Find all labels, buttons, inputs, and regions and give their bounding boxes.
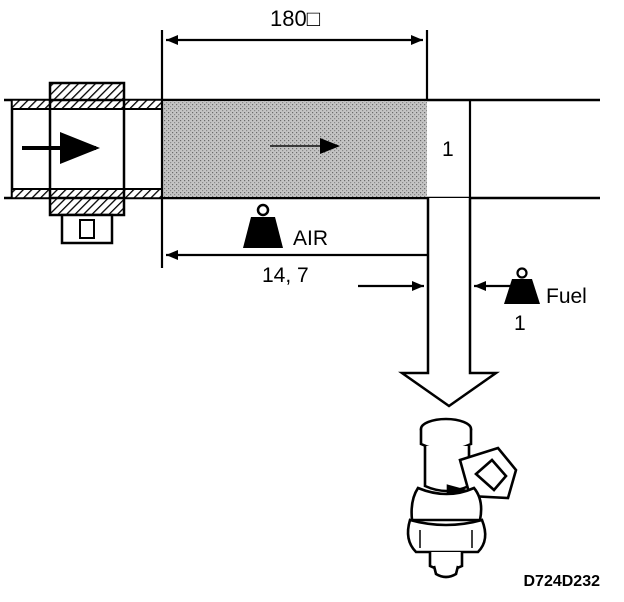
air-ratio-dimension [166, 250, 466, 260]
fuel-ratio-label: 1 [514, 312, 526, 335]
length-dimension [160, 30, 429, 268]
volume-label: 1 [442, 138, 454, 161]
injection-arrow [398, 198, 500, 408]
air-ratio-label: 14, 7 [262, 264, 309, 287]
air-label: AIR [293, 227, 328, 250]
airflow-sensor-icon [48, 81, 126, 245]
weight-icon [243, 203, 283, 248]
fuel-label: Fuel [546, 285, 587, 308]
fuel-thickness-arrows [358, 281, 516, 291]
weight-icon [504, 267, 540, 304]
length-label: 180□ [270, 6, 320, 31]
air-volume-block [163, 101, 427, 197]
fuel-injector-icon [406, 417, 518, 579]
figure-code: D724D232 [524, 573, 601, 590]
